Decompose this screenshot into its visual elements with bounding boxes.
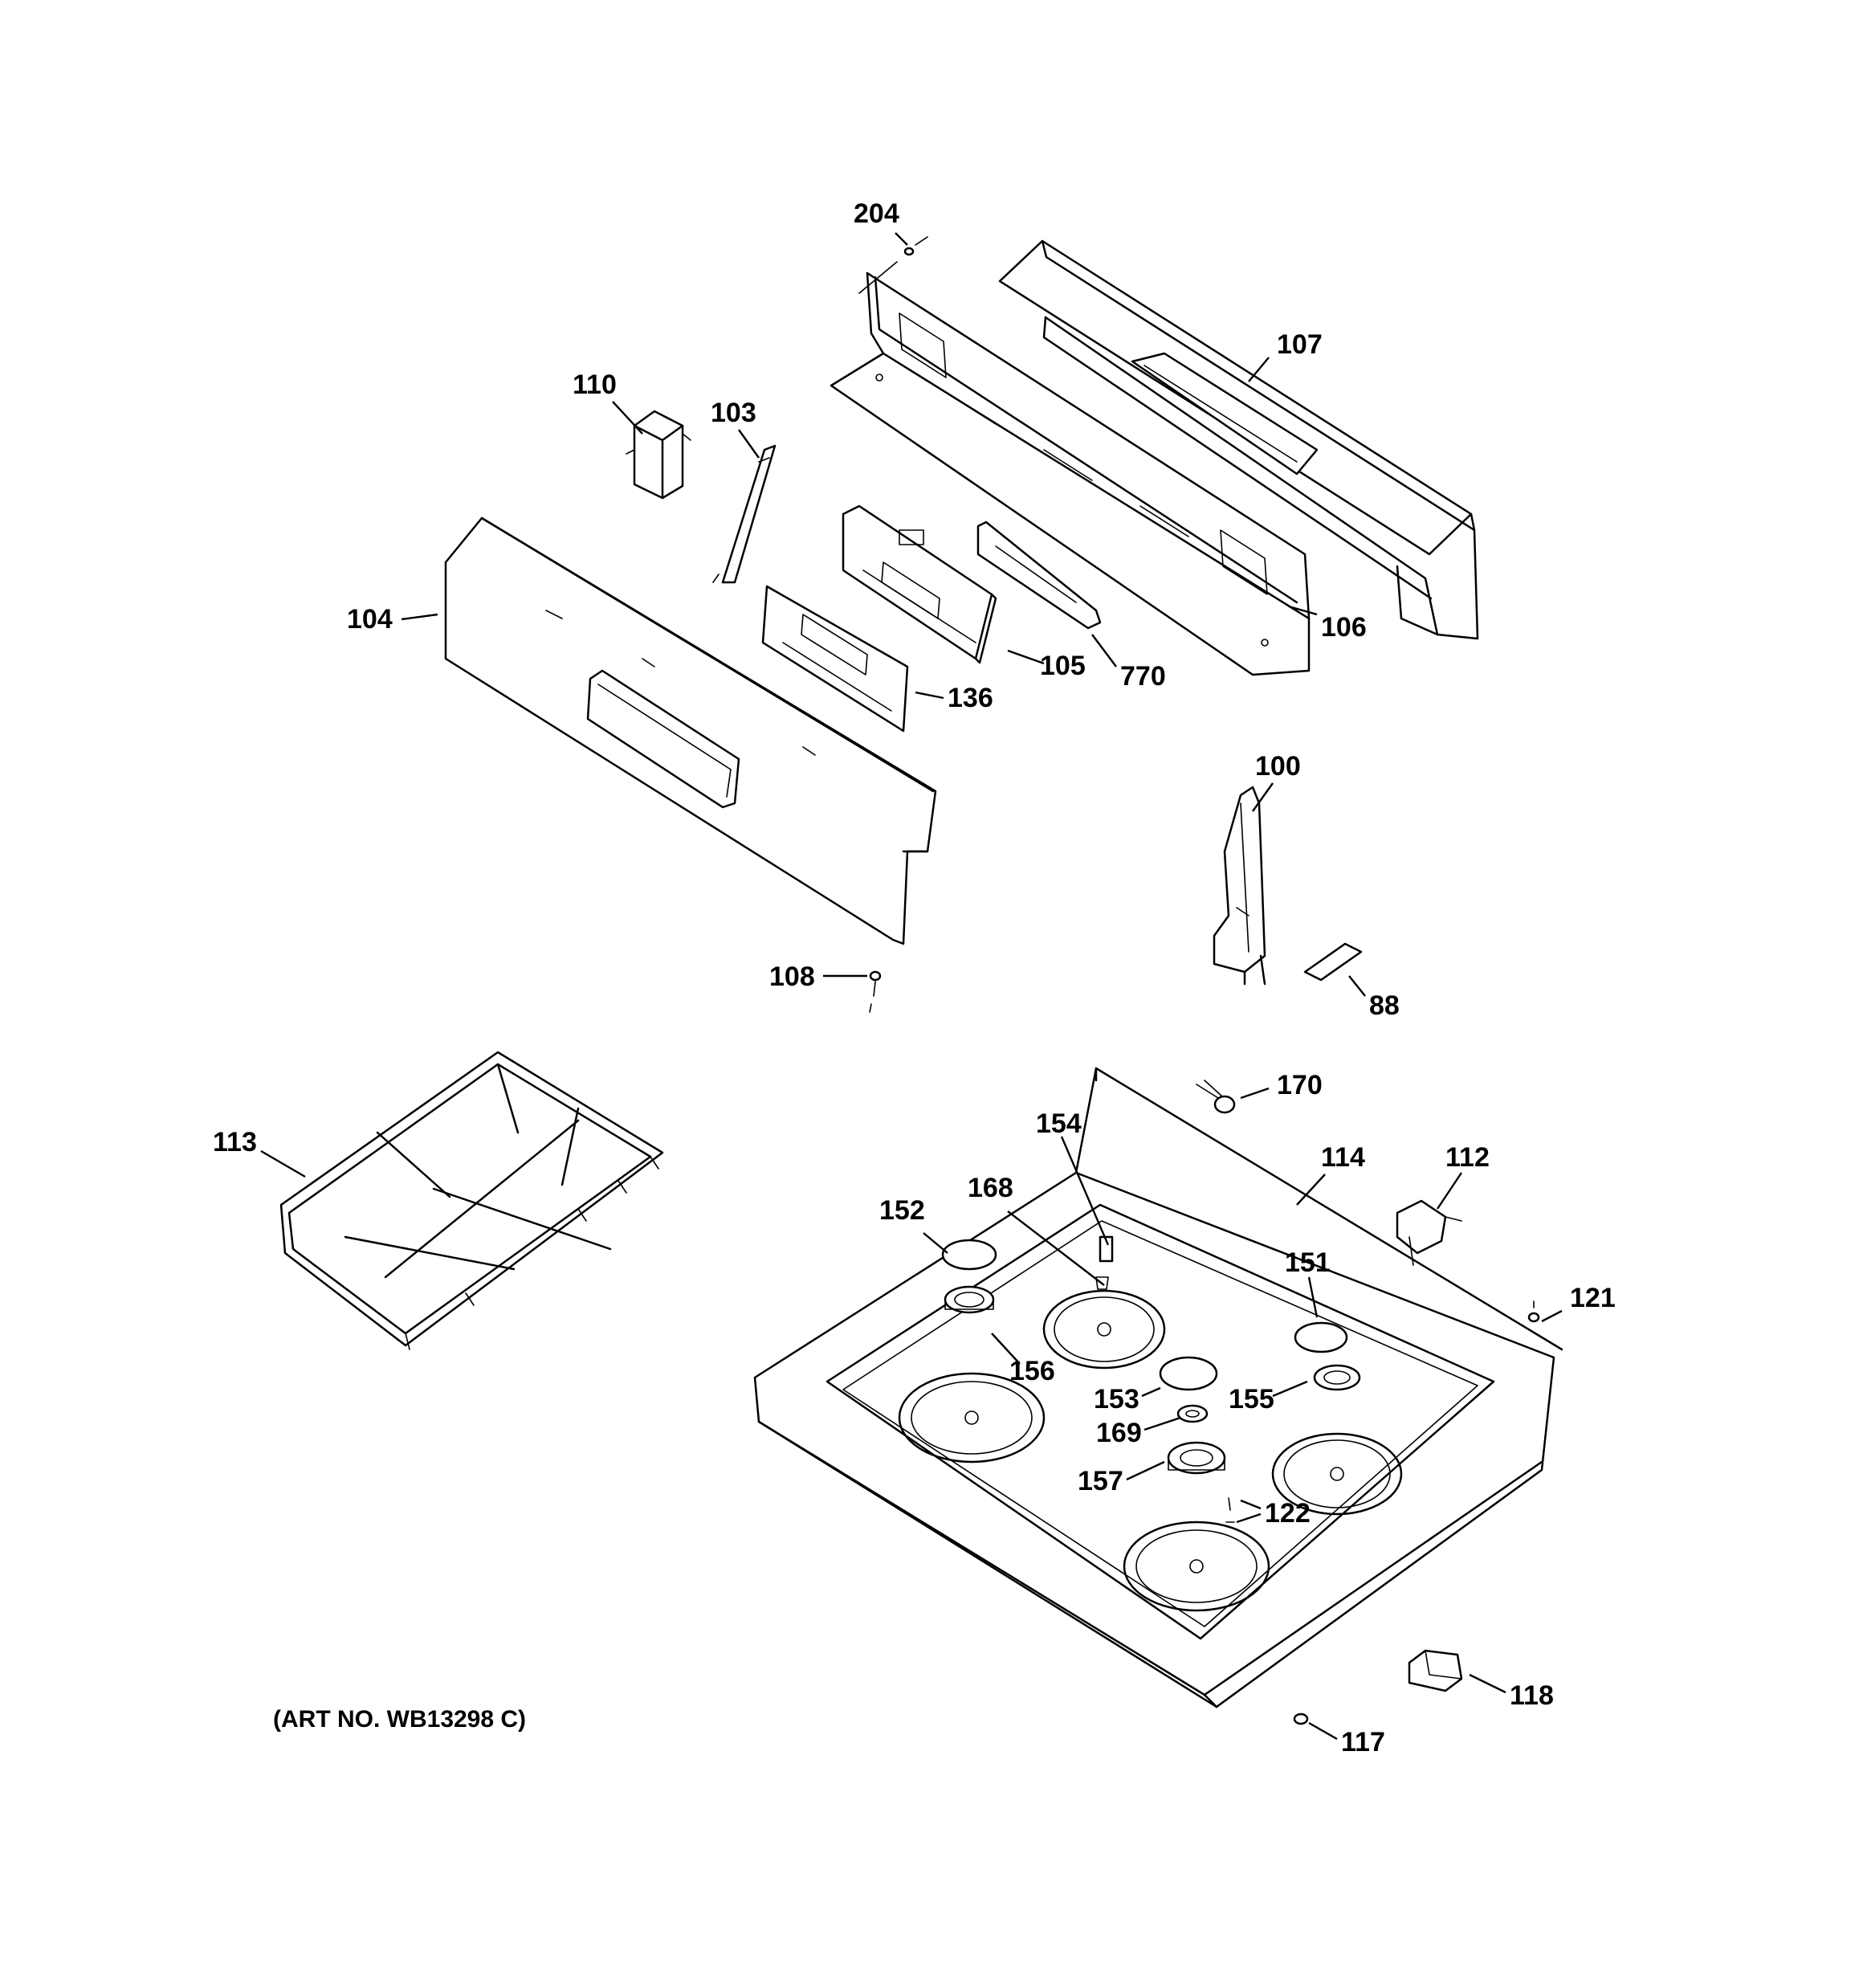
part-152-burner-cap	[941, 1239, 997, 1271]
callout-labels: 204 107 110 103 104 106 105 770 136 100 …	[213, 198, 1616, 1757]
callout-112: 112	[1445, 1142, 1490, 1173]
callout-104: 104	[347, 604, 393, 635]
part-107-rear-trim	[998, 239, 1479, 640]
callout-103: 103	[711, 398, 756, 428]
callout-117: 117	[1341, 1727, 1385, 1757]
part-114-cooktop	[753, 1067, 1563, 1708]
callout-136: 136	[948, 683, 993, 713]
callout-113: 113	[213, 1127, 257, 1157]
callout-151: 151	[1285, 1247, 1331, 1278]
leader-lines	[260, 232, 1563, 1741]
art-number: (ART NO. WB13298 C)	[273, 1706, 526, 1733]
part-112-switch	[1396, 1199, 1462, 1266]
callout-121: 121	[1570, 1283, 1616, 1313]
callout-118: 118	[1510, 1680, 1554, 1711]
callout-770: 770	[1120, 661, 1166, 692]
part-106-backsplash-panel	[830, 271, 1311, 676]
callout-108: 108	[769, 961, 815, 992]
callout-204: 204	[854, 198, 899, 229]
callout-157: 157	[1078, 1466, 1123, 1496]
part-100-end-cap	[1213, 786, 1266, 986]
part-136-faceplate	[761, 585, 909, 733]
part-168-orifice-fitting	[1095, 1276, 1109, 1290]
callout-107: 107	[1277, 329, 1323, 360]
part-122-screw	[1225, 1497, 1235, 1523]
part-154-orifice	[1099, 1235, 1114, 1263]
part-103-bracket	[712, 444, 777, 584]
part-121-screw	[1527, 1300, 1540, 1323]
callout-105: 105	[1040, 651, 1086, 681]
callout-168: 168	[968, 1173, 1013, 1203]
callout-155: 155	[1229, 1384, 1274, 1414]
part-157-burner-head	[1167, 1441, 1226, 1475]
callout-110: 110	[573, 369, 617, 400]
part-170-screw	[1196, 1080, 1236, 1114]
callout-100: 100	[1255, 751, 1301, 782]
part-156-burner-head	[944, 1285, 995, 1314]
callout-153: 153	[1094, 1384, 1139, 1414]
part-108-screw	[869, 970, 882, 1013]
part-88-clip	[1303, 942, 1363, 982]
part-770-strip	[976, 520, 1102, 630]
callout-170: 170	[1277, 1070, 1323, 1100]
part-118-foot	[1408, 1649, 1463, 1692]
part-113-burner-grate	[279, 1051, 664, 1350]
callout-88: 88	[1369, 990, 1400, 1021]
callout-106: 106	[1321, 612, 1367, 643]
part-110-relay	[626, 410, 691, 500]
part-204-screw	[858, 236, 928, 294]
part-169-burner-base	[1176, 1404, 1209, 1423]
callout-152: 152	[879, 1195, 925, 1226]
part-151-burner-cap	[1294, 1321, 1348, 1353]
part-105-control-board	[842, 504, 997, 664]
part-117-nut	[1293, 1712, 1309, 1725]
callout-156: 156	[1009, 1356, 1055, 1386]
callout-169: 169	[1096, 1418, 1142, 1448]
part-155-burner-head	[1313, 1364, 1361, 1391]
part-153-burner-cap	[1159, 1356, 1218, 1391]
callout-114: 114	[1321, 1142, 1365, 1173]
part-104-control-panel	[444, 516, 937, 945]
callout-122: 122	[1265, 1498, 1311, 1529]
callout-154: 154	[1036, 1108, 1082, 1139]
